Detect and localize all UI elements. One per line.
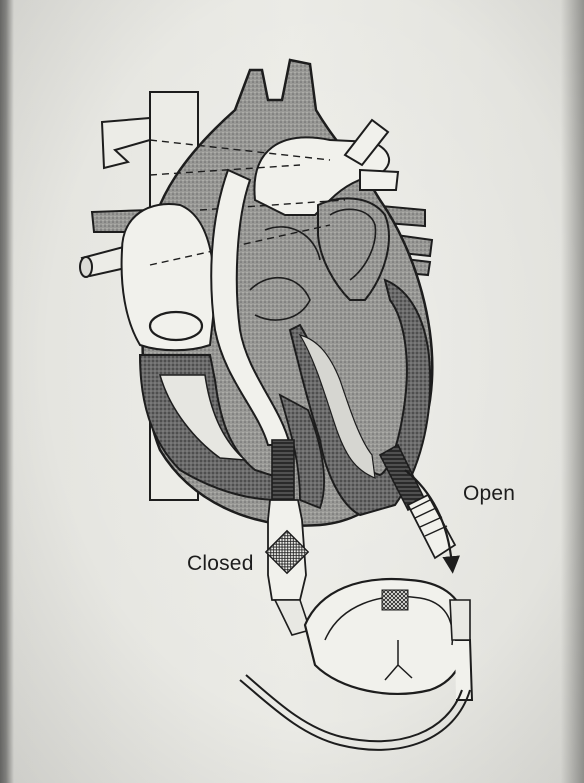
closed-label: Closed: [187, 552, 254, 576]
right-atrium: [122, 204, 215, 350]
pump-housing: [305, 579, 472, 700]
open-label: Open: [463, 482, 515, 506]
